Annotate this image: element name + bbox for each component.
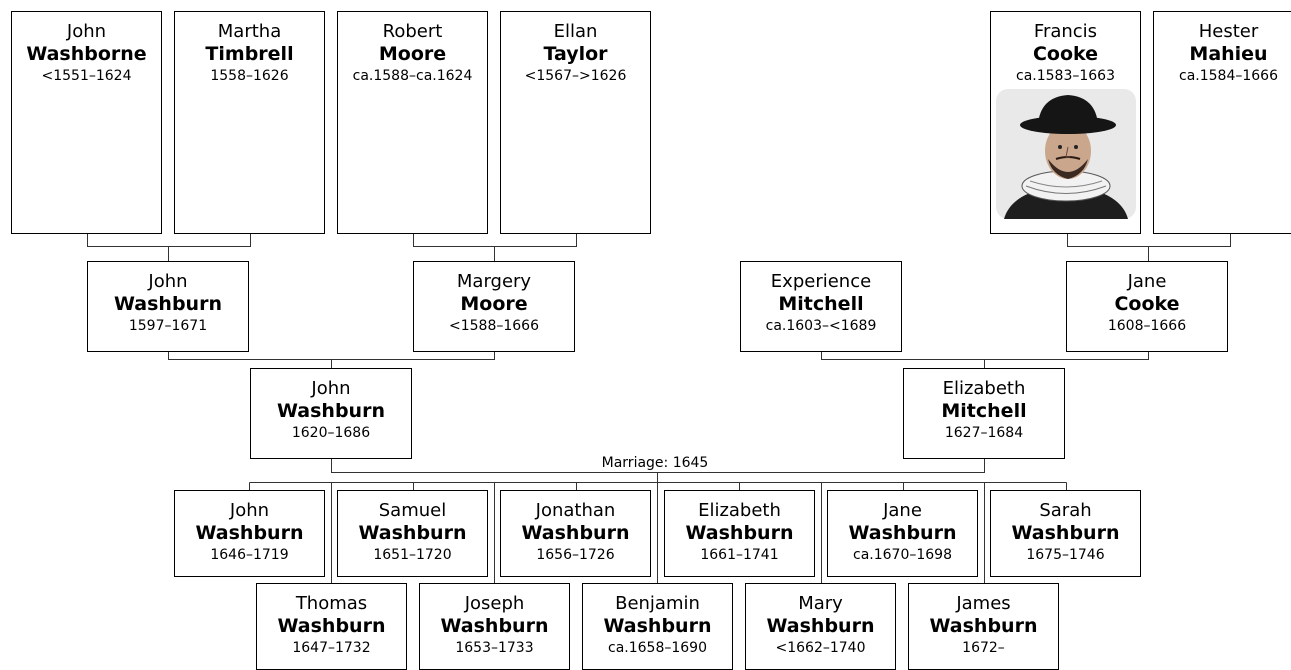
life-dates: 1653–1733 (455, 640, 534, 656)
surname: Mitchell (941, 400, 1027, 422)
given-name: John (66, 21, 107, 42)
surname: Washburn (521, 522, 630, 544)
given-name: Thomas (295, 593, 368, 614)
given-name: Jonathan (535, 500, 616, 521)
given-name: John (148, 271, 188, 292)
surname: Washborne (26, 43, 147, 65)
child-joseph-washburn[interactable]: Joseph Washburn 1653–1733 (419, 583, 570, 670)
life-dates: 1672– (962, 640, 1005, 656)
life-dates: ca.1583–1663 (1016, 68, 1115, 84)
surname: Washburn (1011, 522, 1120, 544)
life-dates: 1620–1686 (291, 425, 371, 441)
given-name: Jane (883, 500, 922, 521)
given-name: Benjamin (615, 593, 700, 614)
life-dates: <1567–>1626 (524, 68, 627, 84)
person-elizabeth-mitchell[interactable]: Elizabeth Mitchell 1627–1684 (903, 368, 1065, 459)
given-name: Robert (382, 21, 443, 42)
child-samuel-washburn[interactable]: Samuel Washburn 1651–1720 (337, 490, 488, 577)
person-francis-cooke[interactable]: Francis Cooke ca.1583–1663 (990, 11, 1141, 234)
given-name: James (956, 593, 1011, 614)
surname: Washburn (685, 522, 794, 544)
given-name: Margery (456, 271, 532, 292)
surname: Cooke (1032, 43, 1099, 65)
child-james-washburn[interactable]: James Washburn 1672– (908, 583, 1059, 670)
surname: Washburn (195, 522, 304, 544)
life-dates: <1588–1666 (449, 318, 539, 334)
life-dates: <1551–1624 (41, 68, 132, 84)
life-dates: <1662–1740 (775, 640, 866, 656)
child-elizabeth-washburn[interactable]: Elizabeth Washburn 1661–1741 (664, 490, 815, 577)
life-dates: 1647–1732 (292, 640, 371, 656)
person-margery-moore[interactable]: Margery Moore <1588–1666 (413, 261, 575, 352)
life-dates: 1558–1626 (210, 68, 289, 84)
surname: Cooke (1114, 293, 1180, 315)
surname: Washburn (440, 615, 549, 637)
person-experience-mitchell[interactable]: Experience Mitchell ca.1603–<1689 (740, 261, 902, 352)
person-ellan-taylor[interactable]: Ellan Taylor <1567–>1626 (500, 11, 651, 234)
life-dates: 1627–1684 (944, 425, 1024, 441)
child-thomas-washburn[interactable]: Thomas Washburn 1647–1732 (256, 583, 407, 670)
surname: Taylor (543, 43, 608, 65)
surname: Washburn (358, 522, 467, 544)
child-john-washburn[interactable]: John Washburn 1646–1719 (174, 490, 325, 577)
surname: Moore (378, 43, 447, 65)
given-name: Samuel (378, 500, 447, 521)
person-hester-mahieu[interactable]: Hester Mahieu ca.1584–1666 (1153, 11, 1291, 234)
life-dates: ca.1670–1698 (853, 547, 952, 563)
life-dates: 1651–1720 (373, 547, 452, 563)
person-john-washborne[interactable]: John Washborne <1551–1624 (11, 11, 162, 234)
child-jonathan-washburn[interactable]: Jonathan Washburn 1656–1726 (500, 490, 651, 577)
given-name: Francis (1033, 21, 1098, 42)
surname: Washburn (929, 615, 1038, 637)
person-jane-cooke[interactable]: Jane Cooke 1608–1666 (1066, 261, 1228, 352)
child-jane-washburn[interactable]: Jane Washburn ca.1670–1698 (827, 490, 978, 577)
given-name: Ellan (553, 21, 598, 42)
man-with-hat-and-ruff-portrait (995, 89, 1136, 219)
surname: Timbrell (205, 43, 294, 65)
life-dates: ca.1658–1690 (608, 640, 707, 656)
life-dates: 1656–1726 (536, 547, 615, 563)
life-dates: 1597–1671 (128, 318, 208, 334)
person-john-washburn-1597[interactable]: John Washburn 1597–1671 (87, 261, 249, 352)
given-name: John (229, 500, 270, 521)
surname: Mahieu (1189, 43, 1268, 65)
surname: Washburn (766, 615, 875, 637)
life-dates: 1675–1746 (1026, 547, 1105, 563)
given-name: Elizabeth (698, 500, 781, 521)
child-sarah-washburn[interactable]: Sarah Washburn 1675–1746 (990, 490, 1141, 577)
given-name: Experience (770, 271, 872, 292)
life-dates: 1608–1666 (1107, 318, 1187, 334)
given-name: Jane (1127, 271, 1167, 292)
surname: Washburn (603, 615, 712, 637)
surname: Washburn (277, 400, 385, 422)
given-name: Mary (798, 593, 843, 614)
surname: Mitchell (778, 293, 864, 315)
life-dates: 1646–1719 (210, 547, 289, 563)
life-dates: ca.1584–1666 (1179, 68, 1278, 84)
person-robert-moore[interactable]: Robert Moore ca.1588–ca.1624 (337, 11, 488, 234)
surname: Washburn (114, 293, 222, 315)
person-john-washburn-1620[interactable]: John Washburn 1620–1686 (250, 368, 412, 459)
life-dates: ca.1588–ca.1624 (352, 68, 473, 84)
life-dates: 1661–1741 (700, 547, 779, 563)
life-dates: ca.1603–<1689 (765, 318, 877, 334)
child-mary-washburn[interactable]: Mary Washburn <1662–1740 (745, 583, 896, 670)
given-name: John (311, 378, 351, 399)
marriage-label: Marriage: 1645 (601, 455, 709, 471)
given-name: Hester (1198, 21, 1259, 42)
child-benjamin-washburn[interactable]: Benjamin Washburn ca.1658–1690 (582, 583, 733, 670)
surname: Washburn (848, 522, 957, 544)
given-name: Sarah (1039, 500, 1092, 521)
surname: Washburn (277, 615, 386, 637)
given-name: Joseph (464, 593, 525, 614)
person-martha-timbrell[interactable]: Martha Timbrell 1558–1626 (174, 11, 325, 234)
surname: Moore (460, 293, 528, 315)
given-name: Martha (217, 21, 282, 42)
given-name: Elizabeth (942, 378, 1026, 399)
